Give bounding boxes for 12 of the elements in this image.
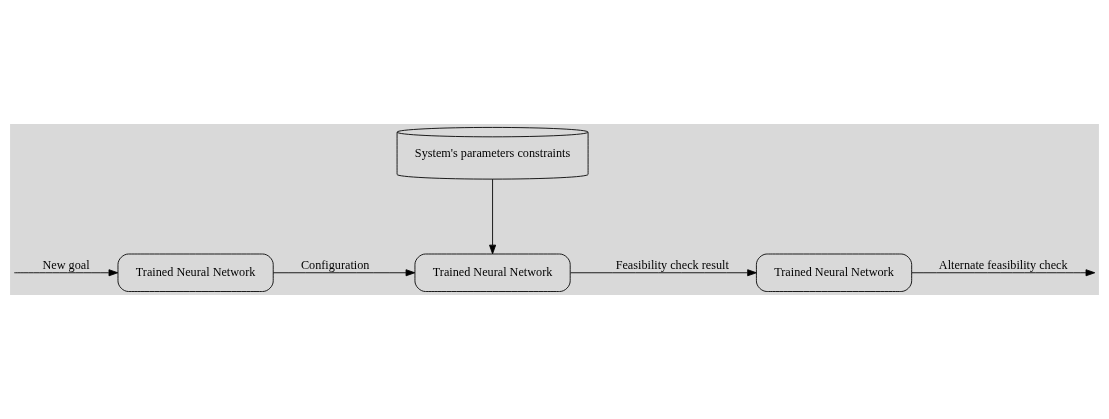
edge-label: Configuration [300,258,370,273]
node-box: Trained Neural Network [414,253,571,292]
edge-label: Alternate feasibility check [938,258,1068,273]
node-box: Trained Neural Network [117,253,274,292]
node-box: Trained Neural Network [755,253,913,292]
arrow [570,269,757,277]
arrow [272,269,416,277]
arrow [13,269,119,277]
arrow [911,269,1096,277]
arrow [489,178,497,255]
edge-label: Feasibility check result [615,258,729,273]
edge-label: New goal [42,258,90,273]
